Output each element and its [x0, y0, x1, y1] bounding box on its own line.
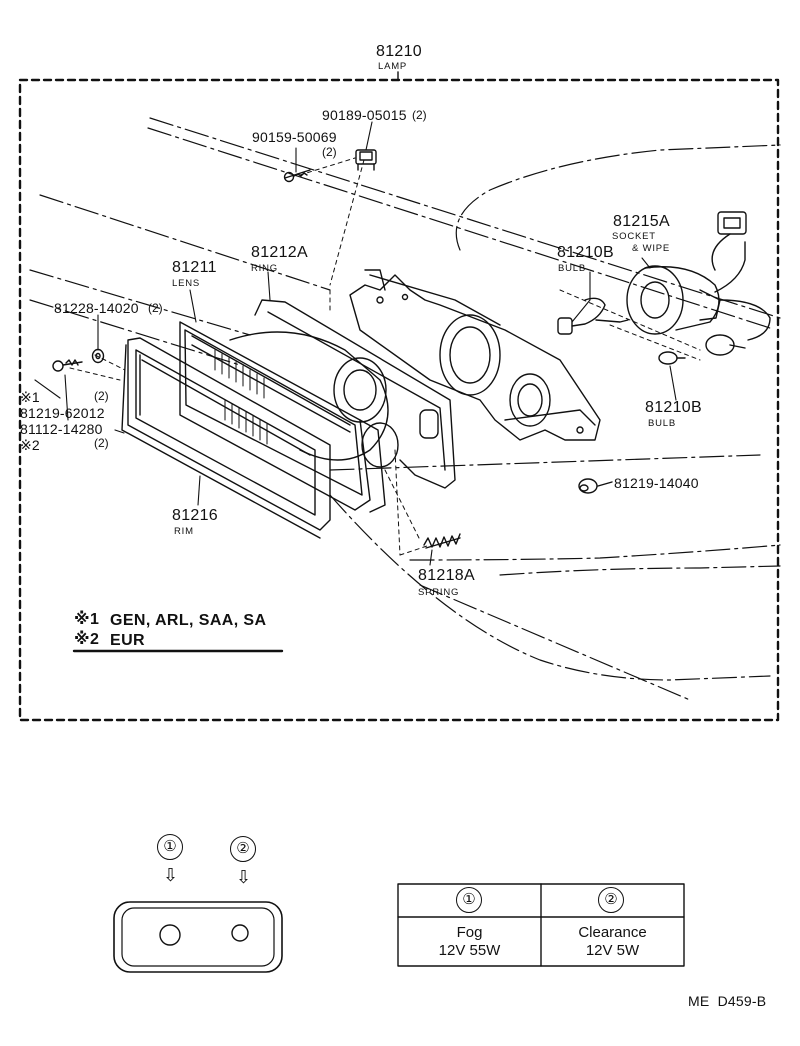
- screw-c-part-number: 81112-14280: [20, 421, 103, 437]
- fog-bulb-part-number: 81210B: [557, 244, 614, 261]
- rim-part: [121, 337, 331, 539]
- bumper-contour-lines: [29, 117, 781, 701]
- face-arrow-1-icon: ⇩: [163, 865, 179, 885]
- screw-b-part-number: 81219-62012: [20, 405, 105, 421]
- lens-part: [179, 321, 386, 513]
- note-2-text: EUR: [110, 632, 145, 649]
- spring-part-number: 81218A: [418, 567, 475, 584]
- socket-name: SOCKET: [612, 231, 656, 242]
- note-1-text: GEN, ARL, SAA, SA: [110, 612, 267, 629]
- clearance-lamp-circle: [231, 924, 249, 942]
- assembly-boundary: [18, 78, 780, 722]
- label-leaders: [34, 121, 677, 566]
- rim-name: RIM: [174, 526, 194, 537]
- ring-part: [254, 299, 456, 489]
- lamp-face-view: [113, 901, 283, 973]
- clip-part-number: 81219-14040: [614, 475, 699, 491]
- nut-qty: (2): [148, 301, 163, 315]
- screw-b-qty: (2): [94, 389, 109, 403]
- figure-code: ME D459-B: [688, 993, 767, 1009]
- table-cell-fog: Fog: [456, 924, 483, 941]
- reflector-part: [229, 331, 399, 468]
- clip-part: [578, 478, 613, 494]
- screw-c-qty: (2): [94, 436, 109, 450]
- lens-part-number: 81211: [172, 259, 217, 276]
- table-cell-clearance-watt: 12V 5W: [585, 942, 640, 959]
- note-1-mark: ※1: [74, 611, 100, 628]
- assembly-name: LAMP: [378, 61, 408, 72]
- spring-name: SPRING: [418, 587, 460, 598]
- spring-part: [423, 533, 461, 549]
- face-marker-1: ①: [157, 834, 183, 860]
- table-cell-clearance: Clearance: [578, 924, 647, 941]
- face-marker-2: ②: [230, 836, 256, 862]
- housing-part: [349, 269, 601, 441]
- note-2-mark: ※2: [74, 631, 100, 648]
- rim-part-number: 81216: [172, 507, 218, 524]
- screw-c-mark: ※2: [20, 437, 40, 453]
- screw-b-part: [52, 359, 83, 372]
- fog-bulb-name: BULB: [558, 263, 587, 274]
- screw-a-qty: (2): [322, 145, 337, 159]
- clearance-bulb-part-number: 81210B: [645, 399, 702, 416]
- bolt-clip-part: [355, 149, 377, 171]
- lamp-face-outline: [113, 901, 283, 973]
- ring-name: RING: [251, 263, 278, 274]
- lens-name: LENS: [172, 278, 201, 289]
- assembly-part-number: 81210: [376, 43, 422, 60]
- bolt-clip-part-number: 90189-05015: [322, 107, 407, 123]
- screw-a-part-number: 90159-50069: [252, 129, 337, 145]
- fog-lamp-circle: [159, 924, 181, 946]
- face-arrow-2-icon: ⇩: [236, 867, 252, 887]
- clearance-bulb-part: [658, 351, 686, 365]
- table-cell-fog-watt: 12V 55W: [438, 942, 501, 959]
- socket-part: [626, 211, 771, 356]
- screw-a-part: [283, 169, 311, 183]
- screw-b-mark: ※1: [20, 389, 40, 405]
- ring-part-number: 81212A: [251, 244, 308, 261]
- bulb-spec-table: [397, 883, 685, 967]
- socket-name-2: & WIPE: [632, 243, 671, 254]
- nut-part-number: 81228-14020: [54, 300, 139, 316]
- table-header-2: ②: [598, 887, 624, 913]
- fog-bulb-part: [557, 297, 629, 335]
- socket-part-number: 81215A: [613, 213, 670, 230]
- clearance-bulb-name: BULB: [648, 418, 677, 429]
- explode-leader-lines: [69, 157, 701, 556]
- table-header-1: ①: [456, 887, 482, 913]
- bolt-clip-qty: (2): [412, 108, 427, 122]
